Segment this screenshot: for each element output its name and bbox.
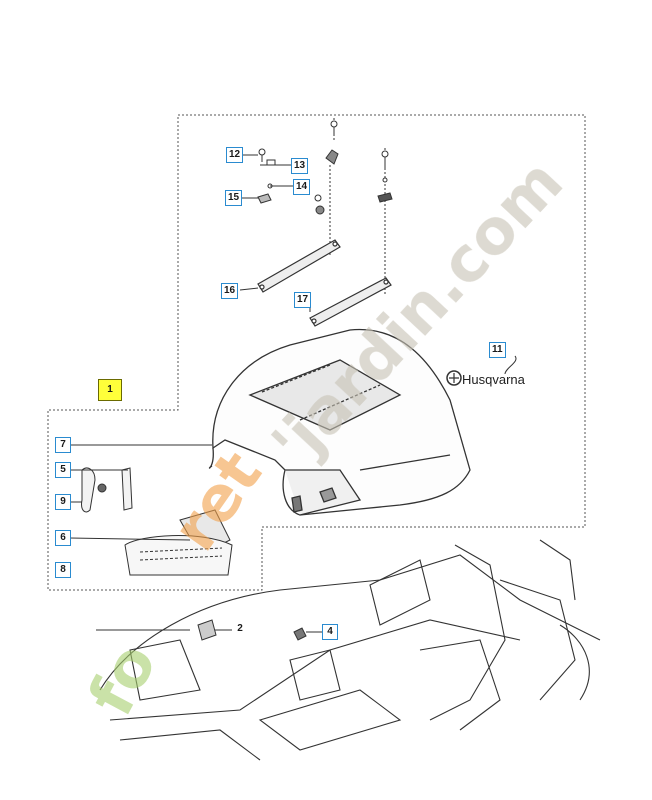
leader-lines bbox=[66, 154, 517, 633]
callout-15[interactable]: 15 bbox=[225, 190, 243, 206]
callout-16[interactable]: 16 bbox=[221, 283, 239, 299]
callout-13[interactable]: 13 bbox=[291, 158, 309, 174]
callout-1[interactable]: 1 bbox=[98, 379, 122, 401]
tractor-frame bbox=[99, 539, 601, 761]
watermark-part1: fo bbox=[74, 631, 171, 727]
husqvarna-logo-icon bbox=[446, 370, 462, 386]
hood-body bbox=[208, 328, 471, 516]
callout-6[interactable]: 6 bbox=[55, 530, 71, 546]
callout-2[interactable]: 2 bbox=[237, 623, 243, 634]
callout-17[interactable]: 17 bbox=[294, 292, 312, 308]
mounting-strips bbox=[257, 239, 392, 327]
callout-11[interactable]: 11 bbox=[489, 342, 506, 358]
grille-parts bbox=[81, 467, 233, 576]
clip-parts bbox=[197, 619, 307, 641]
assembly-boundary bbox=[47, 114, 586, 591]
husqvarna-logo-text: Husqvarna bbox=[462, 372, 526, 387]
callout-8[interactable]: 8 bbox=[55, 562, 71, 578]
callout-9[interactable]: 9 bbox=[55, 494, 71, 510]
callout-14[interactable]: 14 bbox=[293, 179, 311, 195]
callout-7[interactable]: 7 bbox=[55, 437, 71, 453]
callout-12[interactable]: 12 bbox=[226, 147, 244, 163]
hardware-parts bbox=[257, 118, 393, 295]
callout-4[interactable]: 4 bbox=[322, 624, 338, 640]
callout-5[interactable]: 5 bbox=[55, 462, 71, 478]
